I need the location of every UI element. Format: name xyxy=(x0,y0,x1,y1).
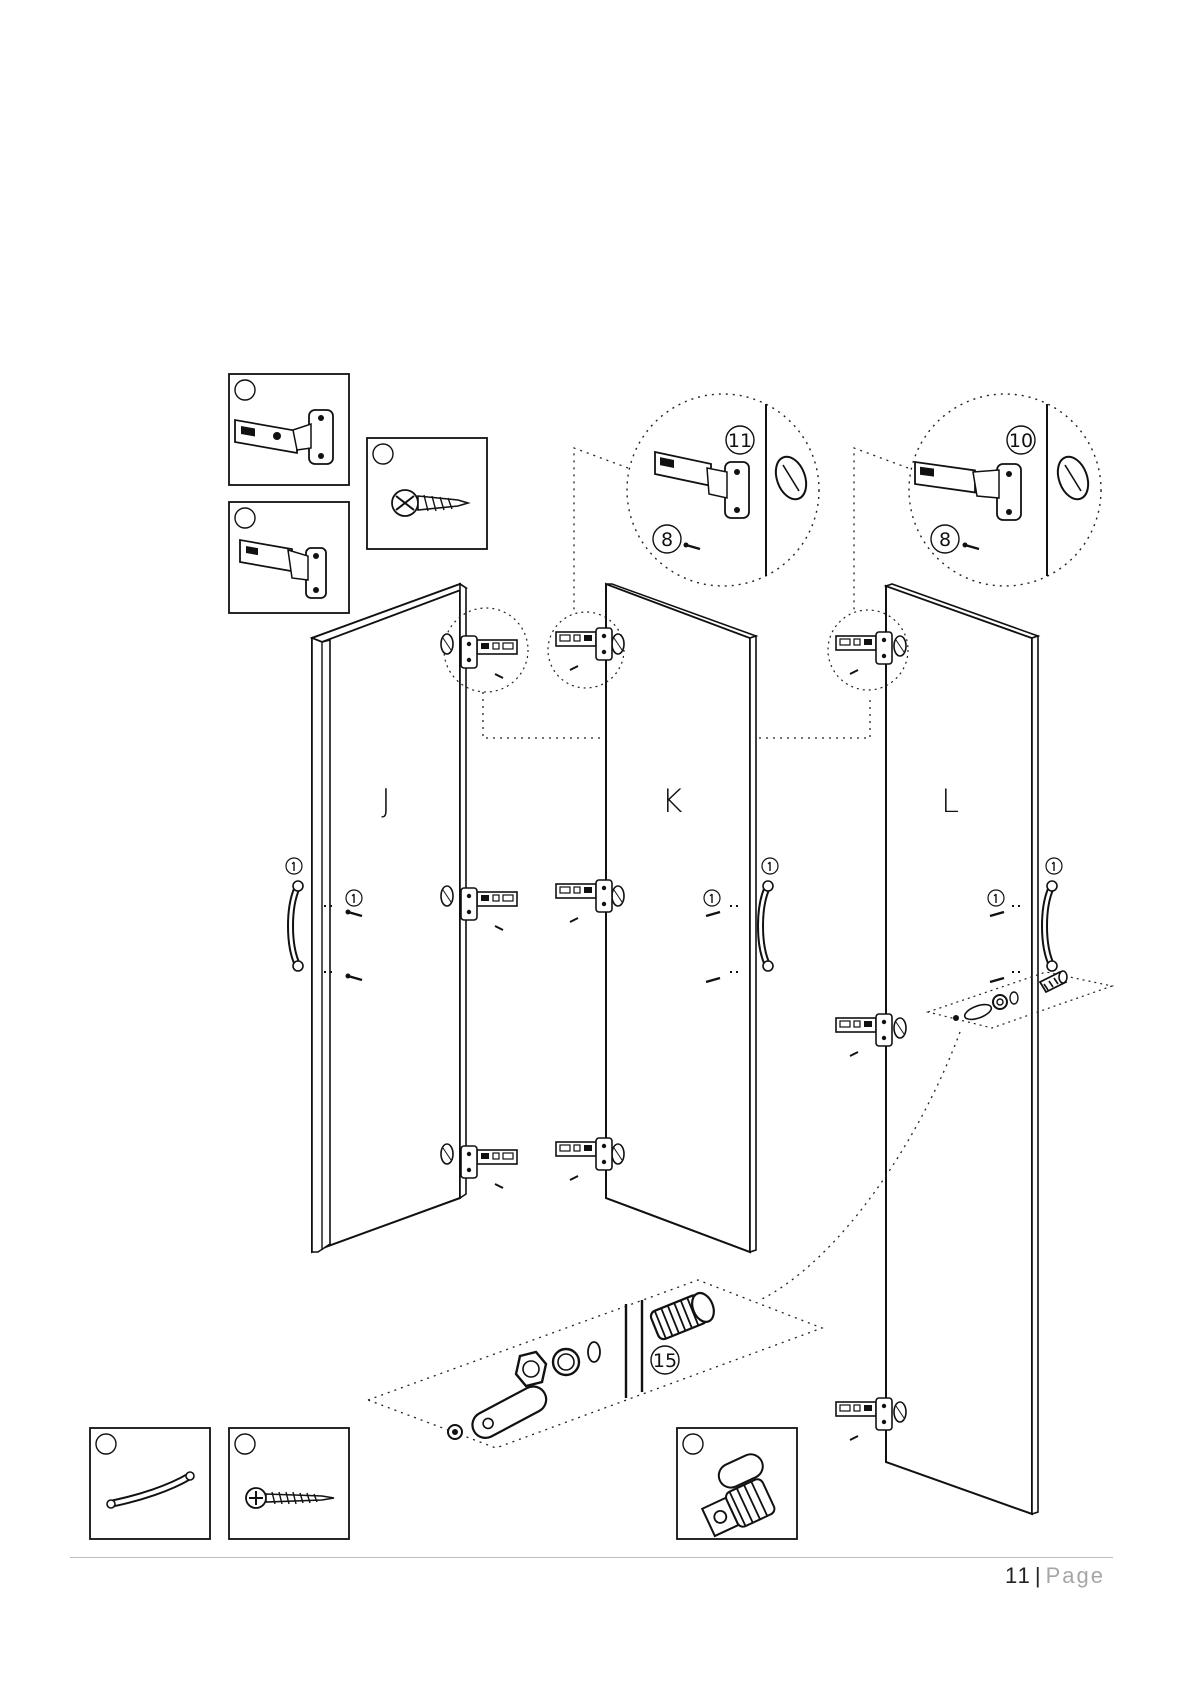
part-box-short-screw xyxy=(367,438,487,549)
part-box-long-screw xyxy=(229,1428,349,1539)
panel-label-l: L xyxy=(941,782,959,820)
detail-circle-hinge-k: 11 8 xyxy=(627,394,819,586)
footer-divider xyxy=(70,1557,1113,1558)
detail-circle-hinge-l: 10 8 xyxy=(909,394,1101,586)
page-footer: 11|Page xyxy=(1005,1563,1105,1589)
callout-hinge-b: 10 xyxy=(1009,430,1033,452)
lock-detail-large: 15 xyxy=(368,1280,822,1448)
page-separator: | xyxy=(1035,1563,1043,1588)
callout-lock: 15 xyxy=(653,1350,677,1372)
part-box-hinge-straight xyxy=(229,374,349,485)
part-box-cam-lock xyxy=(677,1428,797,1540)
part-box-handle xyxy=(90,1428,210,1539)
part-box-hinge-overlay xyxy=(229,502,349,613)
callout-screw-a: 8 xyxy=(661,529,673,551)
callout-hinge-a: 11 xyxy=(728,430,752,452)
panel-label-j: J xyxy=(381,782,390,820)
door-panel-k: K xyxy=(606,584,756,1252)
panel-label-k: K xyxy=(662,782,683,820)
callout-screw-b: 8 xyxy=(939,529,951,551)
page-word: Page xyxy=(1046,1563,1105,1588)
door-panel-l: L xyxy=(886,584,1038,1514)
page-number: 11 xyxy=(1005,1563,1032,1588)
